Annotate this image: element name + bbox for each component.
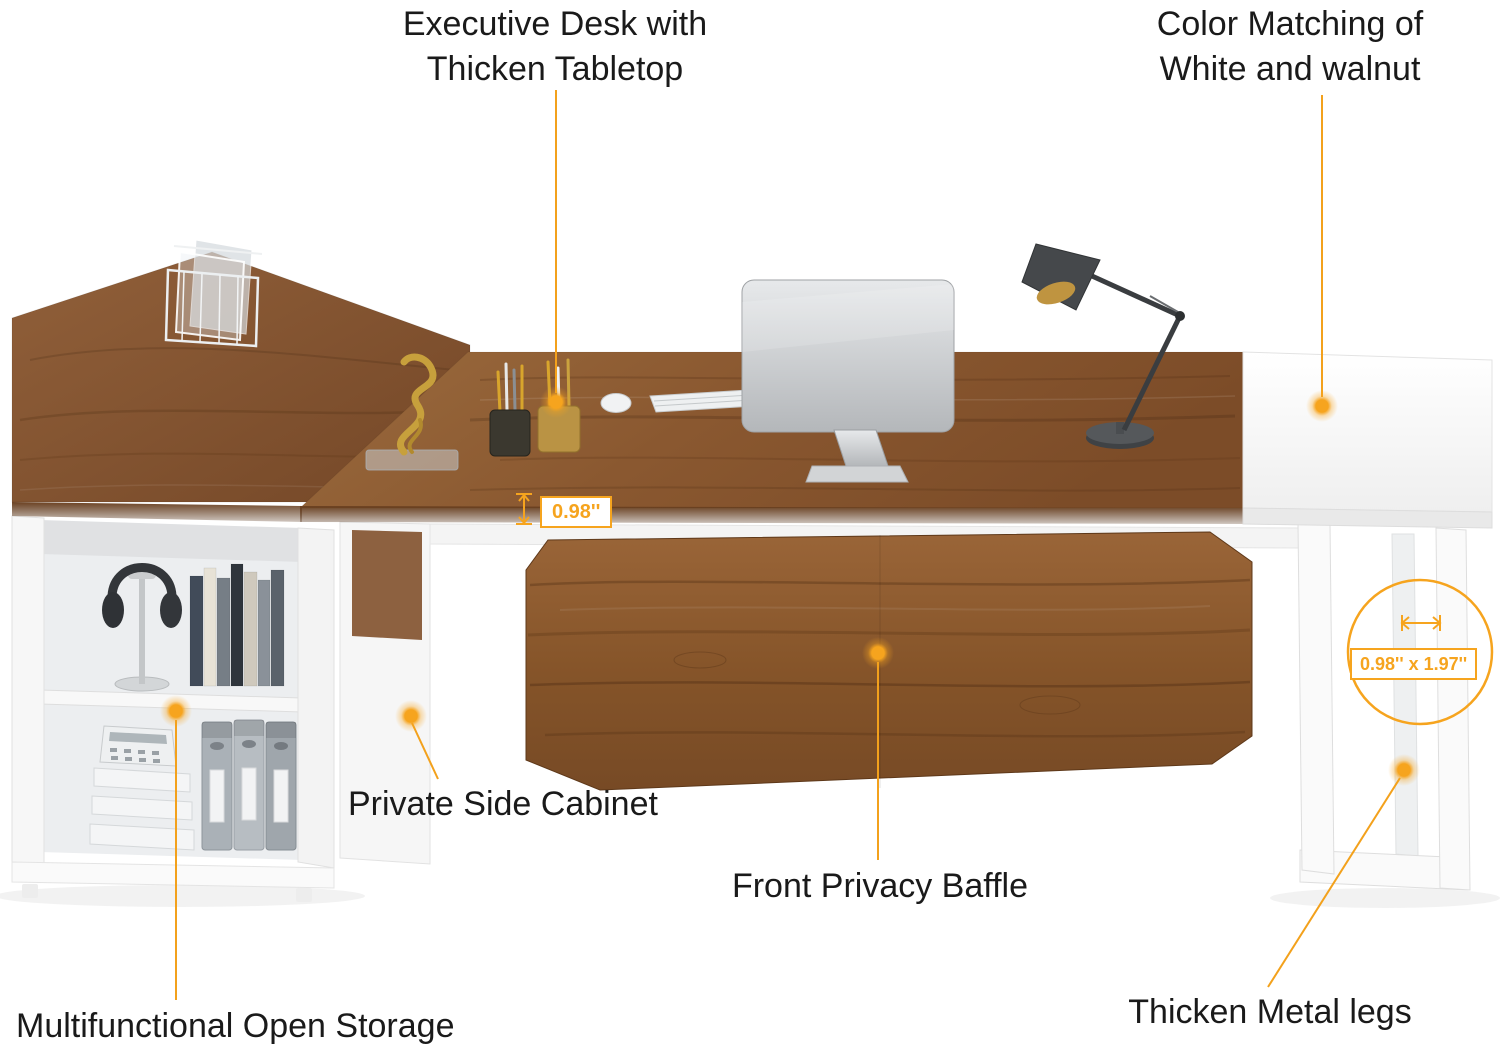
leg-highlight-circle-icon [1346,578,1494,726]
dot-open-storage-icon [160,695,192,727]
pen-holders [489,358,581,457]
dot-executive-desk-icon [540,386,572,418]
callout-dots [160,386,1420,786]
callout-executive-desk: Executive Desk with Thicken Tabletop [402,5,708,88]
dot-privacy-baffle-icon [862,637,894,669]
thickness-measure-icon [516,493,532,525]
tabletop-thickness-badge: 0.98'' [540,496,613,528]
callout-thicken-metal-legs: Thicken Metal legs [1128,993,1412,1031]
wire-basket [164,239,263,348]
leader-line-private-cabinet [411,722,439,780]
width-measure-icon [1400,615,1442,631]
dot-private-cabinet-icon [395,700,427,732]
callout-front-privacy-baffle: Front Privacy Baffle [731,867,1029,905]
return-desktop [11,251,471,522]
headphone-stand [114,570,170,692]
callout-color-matching: Color Matching of White and walnut [1156,5,1424,88]
dot-metal-legs-icon [1388,754,1420,786]
paper-trays [89,767,195,851]
monitor [741,279,955,483]
dot-color-matching-icon [1306,390,1338,422]
leg-dimensions-badge: 0.98'' x 1.97'' [1350,648,1478,680]
callout-multifunctional-open-storage: Multifunctional Open Storage [16,1007,455,1045]
callout-private-side-cabinet: Private Side Cabinet [348,785,658,823]
leader-line-metal-legs [1267,777,1401,988]
keyboard [649,389,755,413]
headphones [102,563,182,628]
desk-lamp [1021,243,1185,449]
sculpture [365,353,459,471]
metal-legs [1297,523,1471,891]
support-panel [339,521,431,865]
books [189,563,285,687]
binders [201,719,297,851]
right-white-desktop [1242,351,1493,529]
mouse [600,393,632,413]
